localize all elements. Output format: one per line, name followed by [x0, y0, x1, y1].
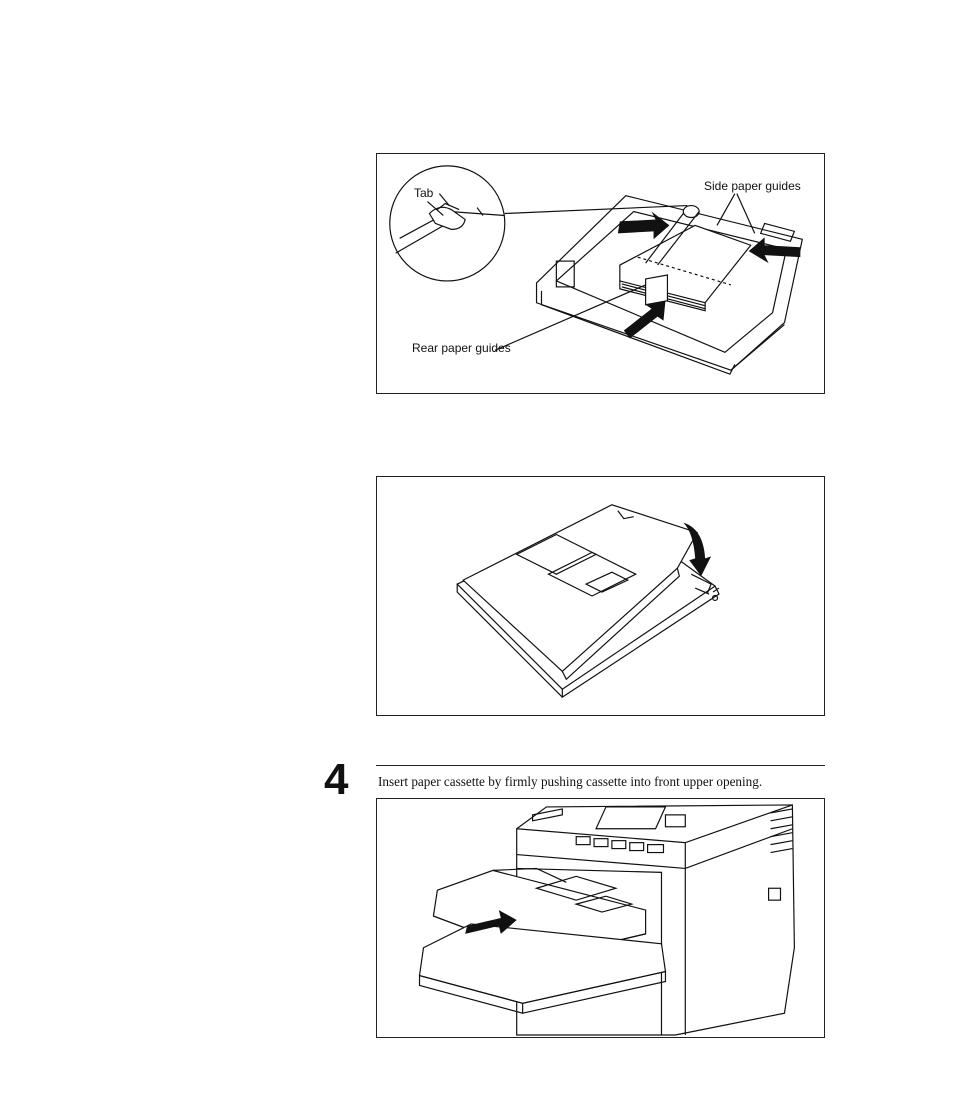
insert-cassette-illustration [377, 799, 824, 1037]
tab-label: Tab [414, 186, 433, 200]
step-number: 4 [324, 758, 348, 802]
rear-paper-guides-label: Rear paper guides [412, 341, 511, 355]
figure-cassette-cover [376, 476, 825, 716]
step-instruction: Insert paper cassette by firmly pushing … [378, 774, 825, 790]
arrow-up-icon [624, 301, 666, 339]
arrow-left-icon [749, 237, 801, 263]
cassette-cover-illustration [377, 477, 824, 715]
figure-insert-cassette [376, 798, 825, 1038]
side-paper-guides-label: Side paper guides [704, 179, 801, 193]
arrow-right-icon [618, 212, 670, 240]
step-divider [376, 765, 825, 766]
figure-paper-guides: Tab Side paper guides Rear paper guides [376, 153, 825, 394]
